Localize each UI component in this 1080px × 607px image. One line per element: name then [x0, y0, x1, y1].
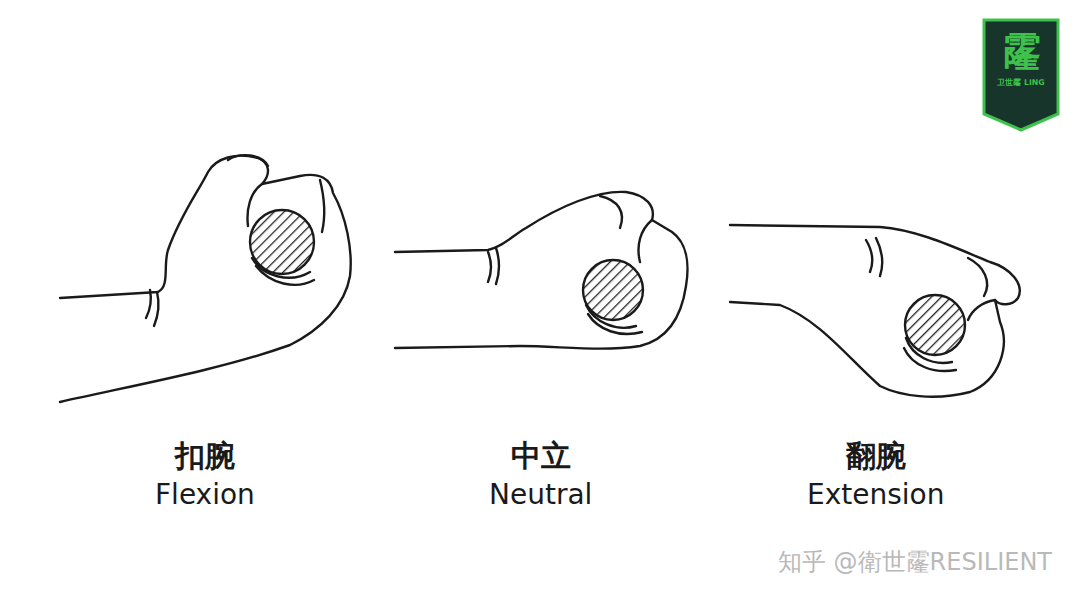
logo-glyph: 霳	[982, 32, 1060, 73]
chinese-caption: 翻腕	[846, 436, 906, 477]
watermark: 知乎 @衛世霳RESILIENT	[778, 546, 1052, 578]
chinese-caption: 扣腕	[175, 436, 235, 477]
logo-shield: 霳卫世霳 LING	[982, 18, 1060, 132]
english-caption: Flexion	[155, 478, 255, 511]
logo-text: 卫世霳 LING	[982, 79, 1060, 87]
chinese-caption: 中立	[511, 436, 571, 477]
english-caption: Extension	[807, 478, 944, 511]
english-caption: Neutral	[489, 478, 592, 511]
